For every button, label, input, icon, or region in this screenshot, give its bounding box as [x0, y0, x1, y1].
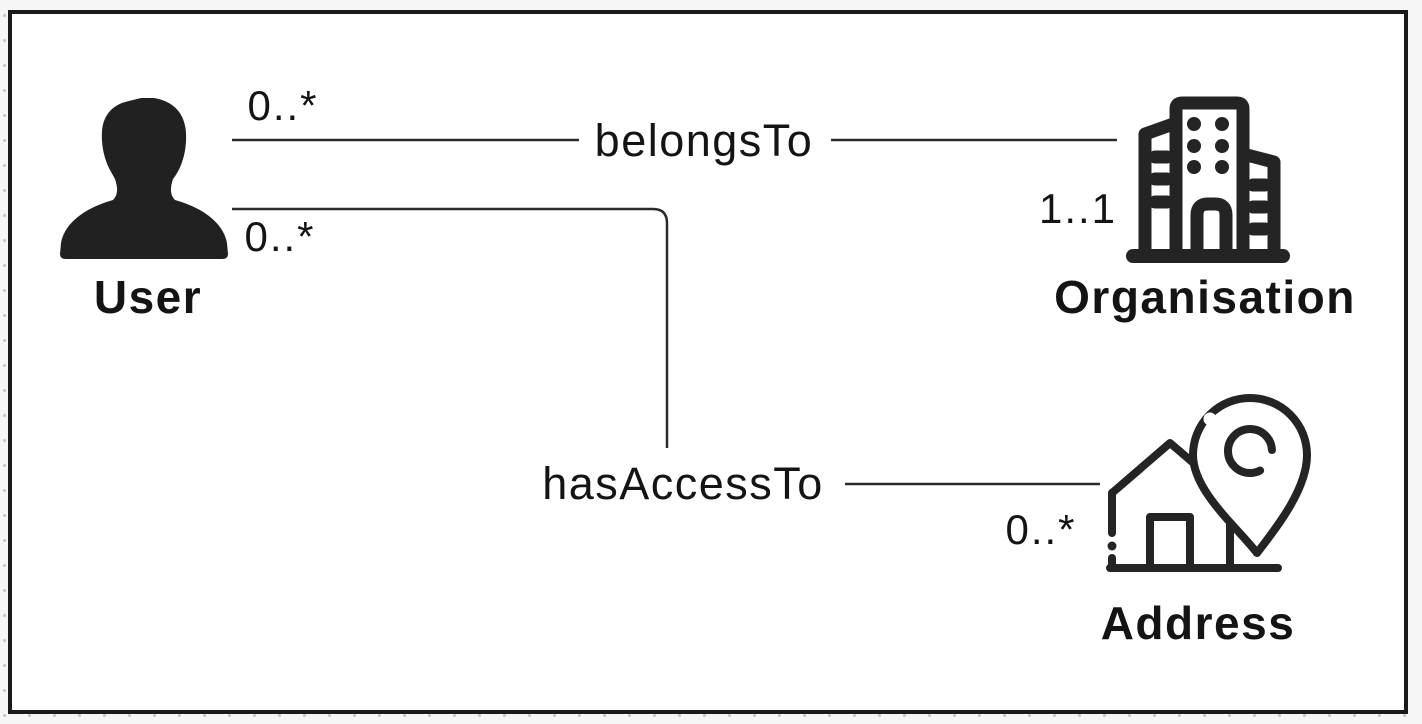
entity-label-organisation: Organisation	[1054, 271, 1356, 323]
building-left-wing	[1138, 116, 1183, 263]
house-door	[1146, 513, 1194, 572]
entity-address[interactable]: Address	[1080, 390, 1316, 658]
building-left-slats	[1148, 150, 1174, 209]
user-person-icon[interactable]	[55, 97, 233, 260]
building-door	[1190, 197, 1233, 263]
multiplicity-user-belongsto: 0..*	[247, 82, 319, 129]
pin-stroke-gap	[1203, 412, 1217, 426]
entity-label-address: Address	[1100, 597, 1296, 649]
house-wall-dot	[1107, 541, 1117, 551]
relation-label-belongsto: belongsTo	[590, 115, 818, 167]
pin-inner-circle	[1224, 425, 1276, 477]
relation-label-hasaccessto: hasAccessTo	[538, 458, 828, 510]
building-right-wing	[1236, 147, 1281, 263]
building-windows	[1187, 117, 1229, 174]
multiplicity-organisation: 1..1	[1038, 185, 1118, 232]
entity-organisation[interactable]: Organisation	[1040, 88, 1370, 338]
building-tower	[1169, 96, 1250, 263]
building-right-slats	[1246, 178, 1272, 236]
entity-user[interactable]: User	[40, 90, 256, 335]
user-silhouette	[60, 98, 228, 259]
multiplicity-user-hasaccessto: 0..*	[244, 213, 316, 260]
multiplicity-address: 0..*	[1005, 506, 1077, 553]
address-house-location-pin-icon[interactable]	[1105, 393, 1312, 575]
entity-label-user: User	[93, 271, 203, 323]
organisation-building-icon[interactable]	[1125, 92, 1291, 263]
